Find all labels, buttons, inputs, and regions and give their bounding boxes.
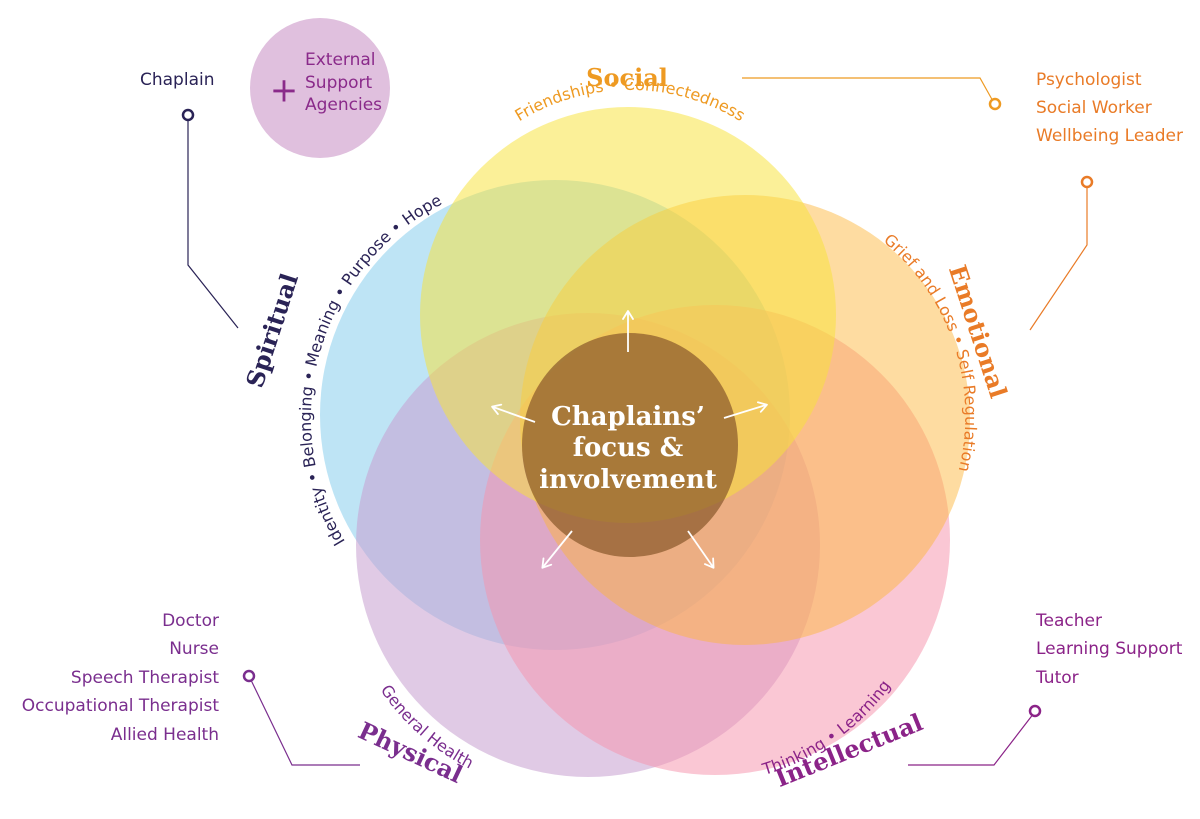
chaplain-connector-dot xyxy=(181,108,195,122)
support-teacher: Teacher xyxy=(1035,611,1102,631)
arrow-right-icon xyxy=(723,401,768,419)
plus-icon: + xyxy=(270,71,299,111)
social-connector-dot xyxy=(988,97,1002,111)
emotional-connector xyxy=(1029,184,1088,331)
chaplain-label: Chaplain xyxy=(140,70,215,90)
center-label: Chaplains’ focus & involvement xyxy=(539,402,717,495)
arrow-down-right-icon xyxy=(687,530,715,569)
center-arrows xyxy=(491,310,768,569)
center-line-3: involvement xyxy=(539,465,717,495)
support-tutor: Tutor xyxy=(1035,668,1079,688)
intellectual-connector-dot xyxy=(1028,704,1042,718)
support-occupational-therapist: Occupational Therapist xyxy=(22,696,220,716)
physical-connector xyxy=(249,677,360,766)
social-connector xyxy=(742,77,995,104)
external-support-bubble: + External Support Agencies xyxy=(250,18,390,158)
center-line-1: Chaplains’ xyxy=(551,402,705,432)
center-line-2: focus & xyxy=(573,433,683,463)
emotional-connector-dot xyxy=(1080,175,1094,189)
support-speech-therapist: Speech Therapist xyxy=(71,668,219,688)
support-learning-support: Learning Support xyxy=(1036,639,1183,659)
support-nurse: Nurse xyxy=(169,639,219,659)
external-line-3: Agencies xyxy=(305,95,382,115)
support-social-worker: Social Worker xyxy=(1036,98,1152,118)
social-title: Social xyxy=(586,63,668,92)
external-line-1: External xyxy=(305,50,376,70)
arrow-down-left-icon xyxy=(541,530,573,569)
physical-connector-dot xyxy=(242,669,256,683)
arrow-left-icon xyxy=(491,403,536,423)
chaplain-group: Chaplain xyxy=(140,70,239,329)
chaplain-connector xyxy=(187,117,239,329)
center-core xyxy=(522,333,738,557)
support-psychologist: Psychologist xyxy=(1036,70,1142,90)
support-list-social: Psychologist Social Worker Wellbeing Lea… xyxy=(1036,70,1183,146)
support-wellbeing-leader: Wellbeing Leader xyxy=(1036,126,1183,146)
support-list-physical: Doctor Nurse Speech Therapist Occupation… xyxy=(22,611,220,745)
external-line-2: Support xyxy=(305,73,373,93)
support-allied-health: Allied Health xyxy=(111,725,219,745)
spiritual-title: Spiritual xyxy=(240,270,304,391)
support-doctor: Doctor xyxy=(162,611,219,631)
intellectual-connector xyxy=(908,712,1035,766)
support-list-intellectual: Teacher Learning Support Tutor xyxy=(1035,611,1183,688)
external-support-circle xyxy=(250,18,390,158)
